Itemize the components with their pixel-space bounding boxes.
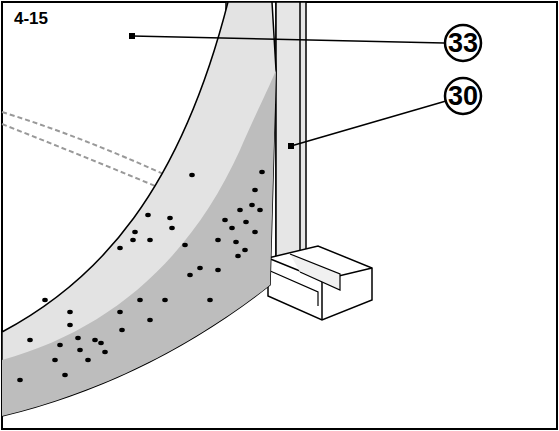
- stud-face: [276, 2, 306, 264]
- texture-dot: [252, 230, 258, 234]
- leader-line: [132, 36, 444, 43]
- track: [268, 246, 372, 320]
- texture-dot: [249, 203, 255, 207]
- texture-dot: [117, 246, 123, 250]
- texture-dot: [17, 378, 23, 382]
- texture-dot: [147, 318, 153, 322]
- texture-dot: [145, 213, 151, 217]
- texture-dot: [92, 338, 98, 342]
- texture-dot: [215, 268, 221, 272]
- callout-circle: [445, 78, 481, 114]
- texture-dot: [229, 226, 235, 230]
- figure-number: 4-15: [14, 9, 48, 29]
- insulation-texture: [17, 170, 265, 382]
- texture-dot: [52, 358, 58, 362]
- texture-dot: [42, 298, 48, 302]
- texture-dot: [222, 218, 228, 222]
- callout-number: 30: [445, 78, 481, 114]
- texture-dot: [182, 243, 188, 247]
- texture-dot: [197, 266, 203, 270]
- texture-dot: [57, 343, 63, 347]
- texture-dot: [243, 220, 249, 224]
- texture-dot: [117, 310, 123, 314]
- leader-line: [291, 101, 446, 146]
- insulation-shade: [2, 70, 276, 416]
- texture-dot: [237, 208, 243, 212]
- texture-dot: [102, 350, 108, 354]
- texture-dot: [242, 248, 248, 252]
- texture-dot: [259, 170, 265, 174]
- texture-dot: [75, 336, 81, 340]
- callout-number: 33: [445, 25, 481, 61]
- texture-dot: [233, 240, 239, 244]
- callout-circle: [445, 25, 481, 61]
- texture-dot: [130, 238, 136, 242]
- texture-dot: [215, 238, 221, 242]
- texture-dot: [62, 373, 68, 377]
- texture-dot: [67, 323, 73, 327]
- texture-dot: [119, 328, 125, 332]
- texture-dot: [162, 298, 168, 302]
- texture-dot: [207, 298, 213, 302]
- texture-dot: [67, 310, 73, 314]
- texture-dot: [189, 173, 195, 177]
- texture-dot: [137, 298, 143, 302]
- texture-dot: [187, 273, 193, 277]
- texture-dot: [77, 348, 83, 352]
- insulation: [2, 2, 276, 416]
- texture-dot: [98, 341, 104, 345]
- texture-dot: [27, 338, 33, 342]
- texture-dot: [169, 226, 175, 230]
- texture-dot: [167, 216, 173, 220]
- texture-dot: [132, 230, 138, 234]
- cable: [2, 124, 160, 188]
- texture-dot: [257, 208, 263, 212]
- texture-dot: [147, 238, 153, 242]
- texture-dot: [85, 358, 91, 362]
- texture-dot: [235, 254, 241, 258]
- texture-dot: [252, 188, 258, 192]
- cable: [2, 112, 168, 176]
